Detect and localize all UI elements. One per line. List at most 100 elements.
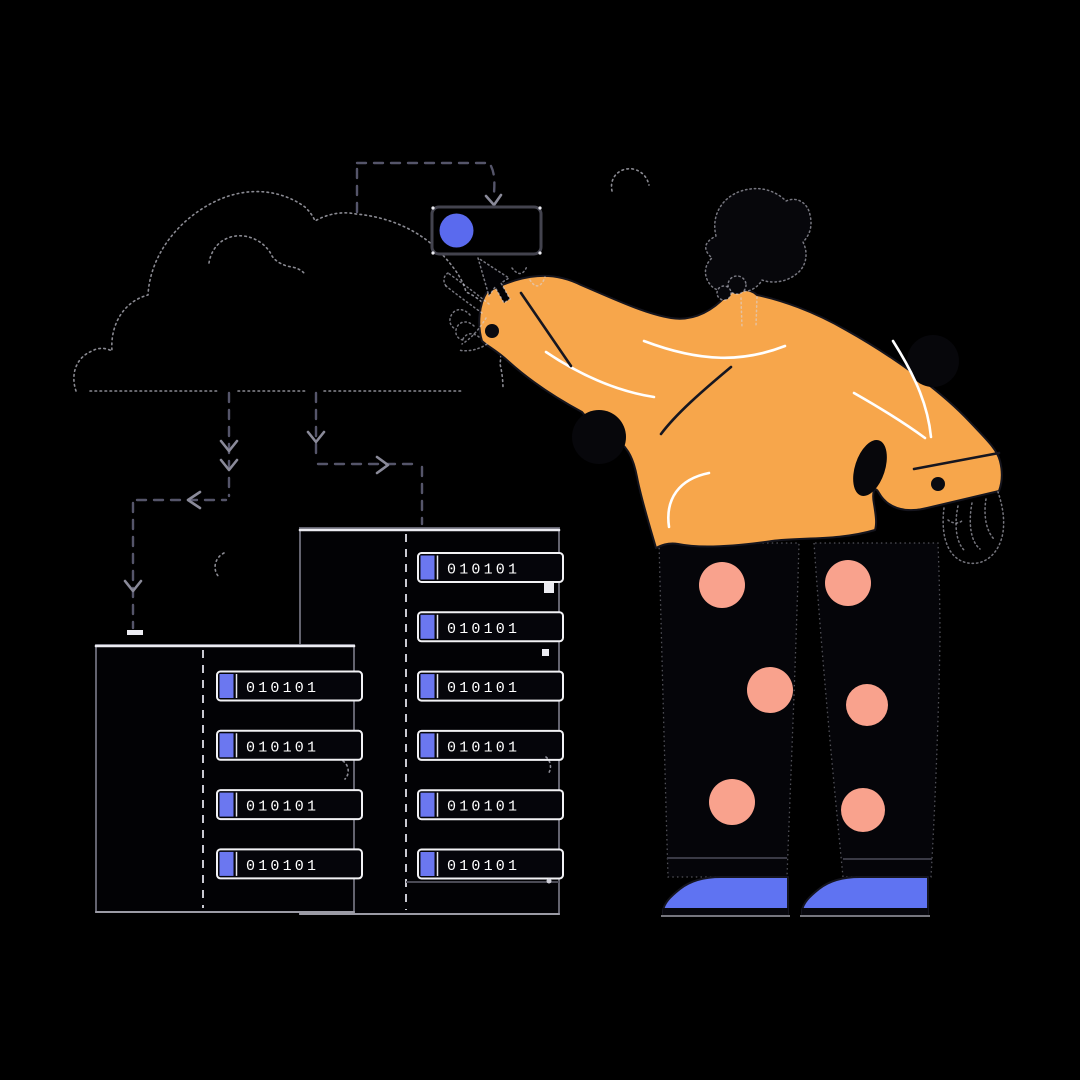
shoes bbox=[661, 876, 930, 917]
rack-rows-left: 010101 010101 010101 010101 bbox=[216, 670, 363, 880]
palm-line bbox=[457, 343, 488, 352]
shoulder-patch bbox=[907, 335, 959, 387]
cloud-inner-puff bbox=[208, 235, 305, 274]
polka-dot bbox=[709, 779, 755, 825]
server-row-led bbox=[219, 733, 234, 758]
head bbox=[704, 187, 812, 329]
cuff-line-right bbox=[912, 451, 1001, 471]
face-edge bbox=[716, 285, 732, 301]
server-row-led bbox=[420, 674, 435, 699]
hair bbox=[704, 187, 812, 293]
neck-line bbox=[740, 297, 743, 329]
finger-line bbox=[447, 272, 490, 305]
connector-endpoint bbox=[127, 630, 143, 635]
server-row: 010101 bbox=[417, 552, 564, 583]
arrow-left-icon bbox=[186, 490, 202, 510]
finger-tip bbox=[443, 272, 449, 287]
card-corner-dot bbox=[538, 251, 542, 255]
jacket-highlight bbox=[852, 391, 927, 440]
connector-right bbox=[306, 391, 424, 526]
server-row-frame bbox=[417, 848, 564, 880]
server-row: 010101 bbox=[417, 789, 564, 821]
thumb-line bbox=[461, 317, 487, 345]
server-row-code: 010101 bbox=[447, 739, 520, 756]
hand-outline bbox=[942, 491, 1005, 565]
server-row-led bbox=[219, 674, 234, 698]
callout-dashed-edge bbox=[489, 164, 496, 195]
jacket-body bbox=[478, 274, 1003, 549]
server-row-frame bbox=[216, 670, 363, 702]
server-row-code: 010101 bbox=[246, 799, 319, 816]
server-row: 010101 bbox=[417, 670, 564, 702]
server-row: 010101 bbox=[417, 729, 564, 761]
connector-left bbox=[123, 391, 239, 635]
server-row-code: 010101 bbox=[447, 621, 520, 638]
server-row-code: 010101 bbox=[447, 799, 520, 816]
arrow-down-icon bbox=[123, 579, 143, 593]
arrow-down-icon bbox=[306, 430, 326, 444]
finger-line bbox=[445, 285, 483, 314]
server-row-code: 010101 bbox=[447, 858, 520, 875]
polka-dot bbox=[846, 684, 888, 726]
server-row: 010101 bbox=[216, 729, 363, 761]
server-row-led bbox=[420, 733, 435, 758]
cuff-button bbox=[931, 477, 945, 491]
decor-square bbox=[544, 583, 554, 593]
pants bbox=[658, 542, 941, 878]
server-row-led bbox=[420, 852, 435, 876]
server-row-code: 010101 bbox=[246, 739, 319, 756]
jacket-highlight bbox=[544, 350, 656, 399]
decor-arc bbox=[610, 167, 650, 192]
server-row: 010101 bbox=[216, 848, 363, 880]
server-row-frame bbox=[417, 552, 564, 583]
curled-finger bbox=[462, 333, 480, 340]
server-row-frame bbox=[417, 611, 564, 643]
card-corner-dot bbox=[538, 206, 542, 210]
finger-line bbox=[969, 502, 981, 550]
jacket-highlight bbox=[667, 471, 711, 529]
server-row-code: 010101 bbox=[447, 680, 520, 697]
server-row: 010101 bbox=[417, 848, 564, 880]
jacket bbox=[478, 274, 1003, 549]
neck-line bbox=[755, 296, 758, 327]
curled-finger bbox=[449, 308, 471, 330]
server-row-frame bbox=[216, 848, 363, 880]
card-corner-dot bbox=[431, 206, 435, 210]
arrow-right-icon bbox=[375, 455, 390, 475]
status-led-icon bbox=[439, 213, 474, 248]
cursor-motion-line bbox=[511, 265, 528, 275]
decor-square bbox=[542, 649, 549, 656]
arrow-down-icon bbox=[219, 439, 239, 453]
jacket-highlight bbox=[891, 339, 933, 439]
arm-shadow bbox=[853, 440, 887, 496]
cuff-button bbox=[485, 324, 499, 338]
ear bbox=[727, 275, 747, 295]
server-row-led bbox=[420, 555, 435, 580]
polka-dot bbox=[747, 667, 793, 713]
underarm-notch bbox=[572, 410, 626, 464]
server-row-code: 010101 bbox=[447, 562, 520, 579]
finger-line bbox=[984, 498, 996, 541]
jacket-highlight bbox=[642, 339, 787, 360]
knuckle-line bbox=[947, 519, 964, 524]
leg-left bbox=[658, 542, 800, 878]
shoe-sole bbox=[663, 908, 788, 915]
finger-line bbox=[955, 505, 966, 552]
decor-bracket bbox=[214, 552, 225, 579]
callout bbox=[355, 161, 543, 256]
server-row-code: 010101 bbox=[246, 680, 319, 697]
server-row-frame bbox=[216, 729, 363, 761]
shoe-sole bbox=[802, 908, 928, 915]
cursor-arrow-icon bbox=[477, 257, 511, 304]
server-row: 010101 bbox=[216, 789, 363, 821]
server-row-frame bbox=[417, 789, 564, 821]
decor-bracket bbox=[342, 760, 349, 780]
server-row-frame bbox=[417, 670, 564, 702]
server-rack-left: 010101 010101 010101 010101 bbox=[94, 552, 363, 913]
decor-dot bbox=[546, 878, 552, 884]
cuff-line-left bbox=[519, 291, 573, 368]
server-row: 010101 bbox=[216, 670, 363, 702]
cursor bbox=[477, 257, 546, 304]
server-row-code: 010101 bbox=[246, 858, 319, 875]
card-corner-dot bbox=[431, 251, 435, 255]
